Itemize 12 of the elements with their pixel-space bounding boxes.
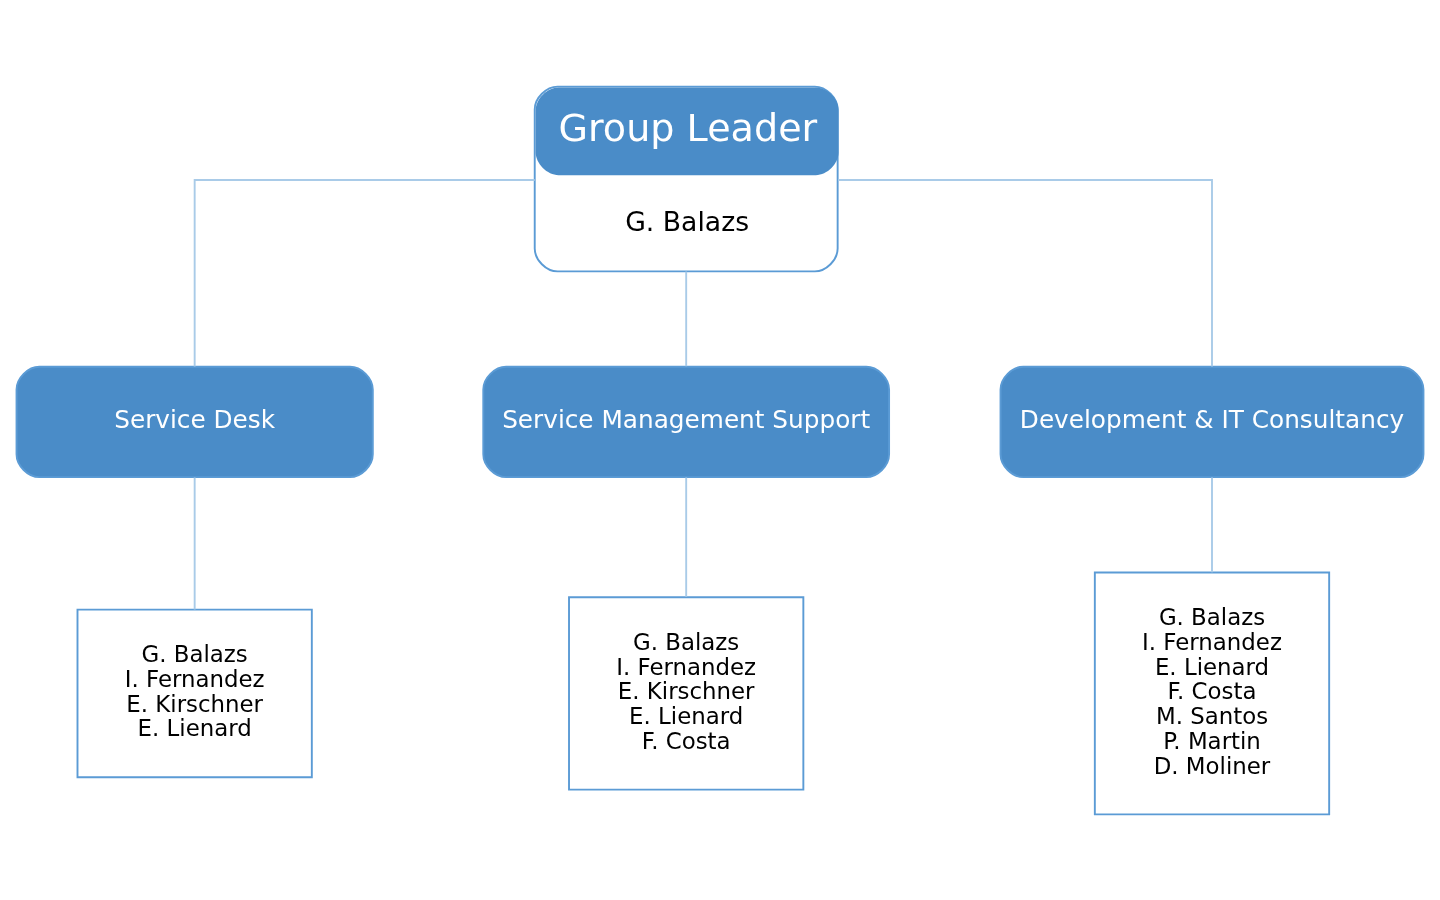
connector: [685, 270, 688, 367]
connector: [837, 178, 1213, 367]
node-box: G. Balazs I. Fernandez E. Kirschner E. Lienard F. Costa: [568, 595, 805, 791]
node-box: Service Management Support: [482, 365, 891, 478]
connector: [193, 178, 536, 367]
node-box: G. Balazs I. Fernandez E. Kirschner E. Lienard: [76, 608, 313, 778]
node-box: G. Balazs I. Fernandez E. Lienard F. Costa M. Santos P. Martin D. Moliner: [1093, 570, 1331, 815]
connector: [1211, 476, 1213, 573]
node-box: Development & IT Consultancy: [999, 365, 1425, 478]
connector: [685, 476, 688, 598]
connector: [193, 476, 196, 610]
node-box: Service Desk: [15, 365, 374, 478]
